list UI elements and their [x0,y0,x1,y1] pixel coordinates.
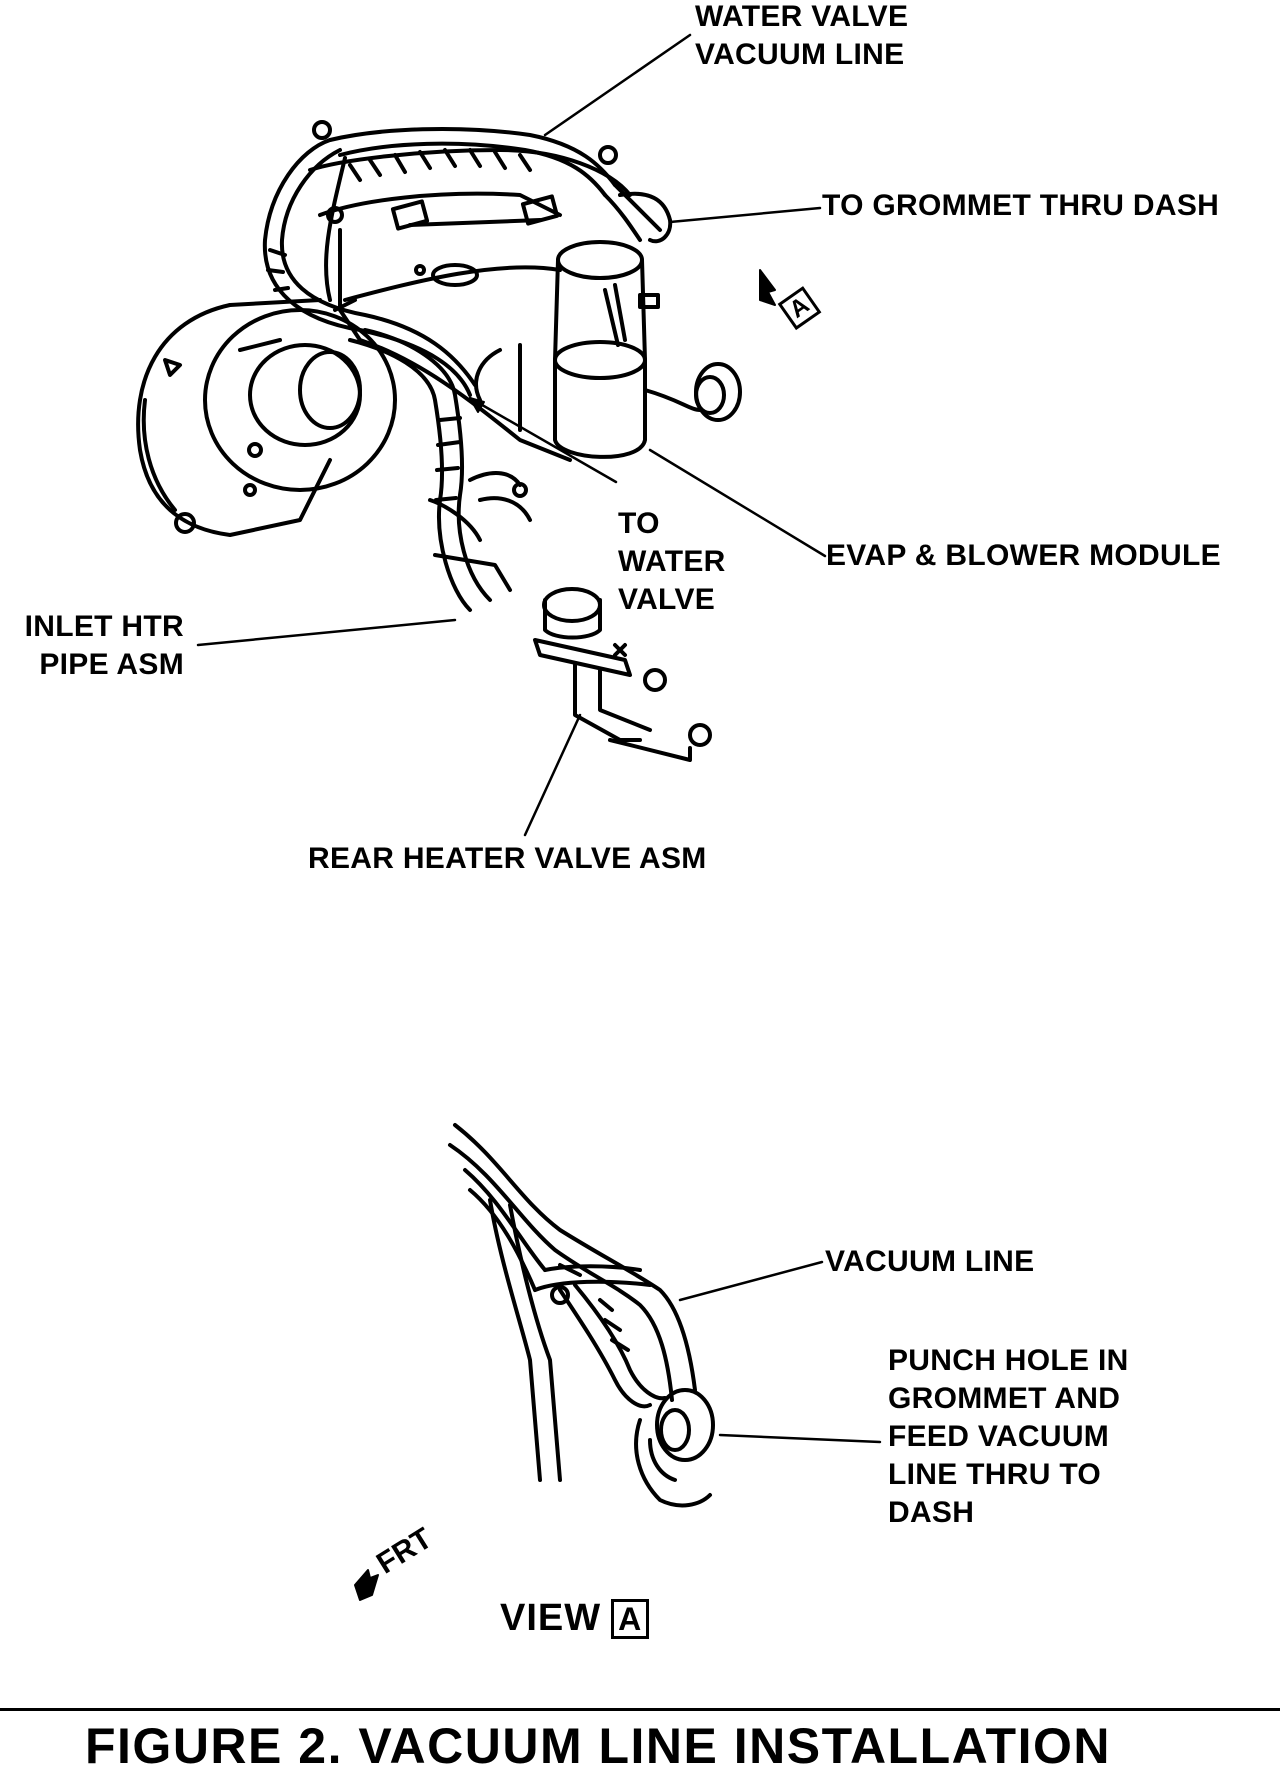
blower-housing [136,298,397,537]
label-vacuum-line: VACUUM LINE [825,1245,1035,1278]
inlet-htr-pipe [348,328,532,612]
label-punch-hole: PUNCH HOLE IN GROMMET AND FEED VACUUM LI… [888,1344,1129,1529]
blower-motor-canister [553,240,742,459]
view-a-detail [448,1123,715,1508]
view-a-letter-box: A [611,1599,650,1639]
label-evap-blower-module: EVAP & BLOWER MODULE [826,539,1221,572]
figure-caption: FIGURE 2. VACUUM LINE INSTALLATION [85,1718,1111,1774]
label-inlet-htr-pipe-asm: INLET HTR PIPE ASM [24,610,184,681]
water-valve-vacuum-line [262,120,673,397]
rear-heater-valve [533,587,712,762]
frt-arrow [354,1569,379,1601]
view-a-callout-arrow [759,269,776,306]
label-to-water-valve: TO WATER VALVE [618,507,726,616]
evap-module-case [308,148,632,462]
label-rear-heater-valve-asm: REAR HEATER VALVE ASM [308,842,707,875]
caption-divider [0,1708,1280,1711]
label-to-grommet-thru-dash: TO GROMMET THRU DASH [822,189,1220,222]
leader-lines-view-a [678,1260,882,1444]
leader-lines-upper [196,33,827,837]
label-water-valve-vacuum-line: WATER VALVE VACUUM LINE [695,0,909,71]
